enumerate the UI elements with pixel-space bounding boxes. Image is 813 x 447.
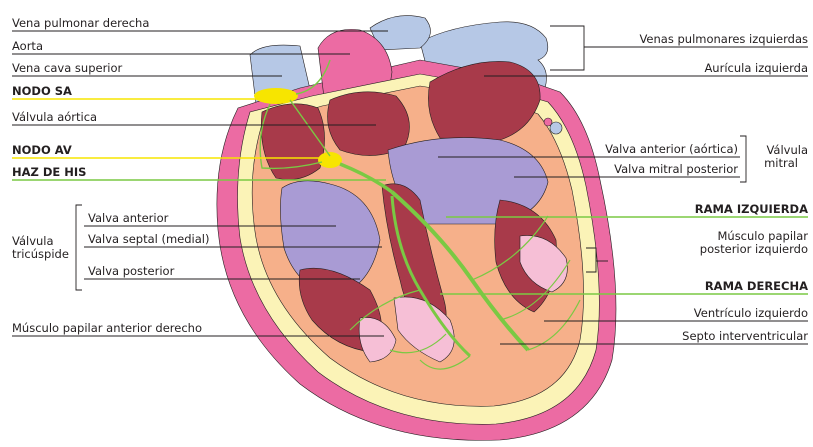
left-labels: Vena pulmonar derecha Aorta Vena cava su… [12, 16, 210, 335]
label-septo-interventricular: Septo interventricular [682, 329, 808, 343]
bracket-venas-pulmonares [550, 26, 584, 70]
label-valvula-tricuspide-2: tricúspide [12, 247, 69, 261]
right-labels: Venas pulmonares izquierdas Aurícula izq… [605, 32, 808, 343]
heart-anatomy [217, 16, 616, 441]
label-rama-izquierda: RAMA IZQUIERDA [695, 202, 808, 216]
label-valva-septal: Valva septal (medial) [88, 232, 210, 246]
label-vena-pulmonar-derecha: Vena pulmonar derecha [12, 16, 149, 30]
label-haz-de-his: HAZ DE HIS [12, 165, 86, 179]
label-valvula-mitral-2: mitral [764, 156, 798, 170]
bracket-mitral [740, 136, 746, 182]
av-node [318, 152, 342, 168]
label-vena-cava-superior: Vena cava superior [12, 61, 123, 75]
label-valvula-tricuspide-1: Válvula [12, 234, 54, 248]
label-valvula-mitral-1: Válvula [766, 143, 808, 157]
label-musculo-papilar-anterior: Músculo papilar anterior derecho [12, 321, 202, 335]
label-valvula-aortica: Válvula aórtica [12, 110, 97, 124]
label-valva-mitral-posterior: Valva mitral posterior [614, 162, 738, 176]
label-musculo-papilar-posterior-2: posterior izquierdo [700, 242, 808, 256]
label-auricula-izquierda: Aurícula izquierda [704, 61, 808, 75]
label-musculo-papilar-posterior-1: Músculo papilar [717, 229, 808, 243]
label-valva-posterior: Valva posterior [88, 264, 175, 278]
aortic-root [328, 92, 410, 156]
label-valva-anterior-aortica: Valva anterior (aórtica) [605, 142, 738, 156]
label-valva-anterior: Valva anterior [88, 211, 169, 225]
label-aorta: Aorta [12, 39, 43, 53]
label-ventriculo-izquierdo: Ventrículo izquierdo [694, 306, 808, 320]
bracket-tricuspide [76, 205, 82, 290]
label-nodo-sa: NODO SA [12, 84, 72, 98]
label-nodo-av: NODO AV [12, 143, 72, 157]
label-venas-pulmonares-izquierdas: Venas pulmonares izquierdas [639, 32, 808, 46]
coronary-artery [544, 118, 552, 126]
label-rama-derecha: RAMA DERECHA [705, 279, 808, 293]
